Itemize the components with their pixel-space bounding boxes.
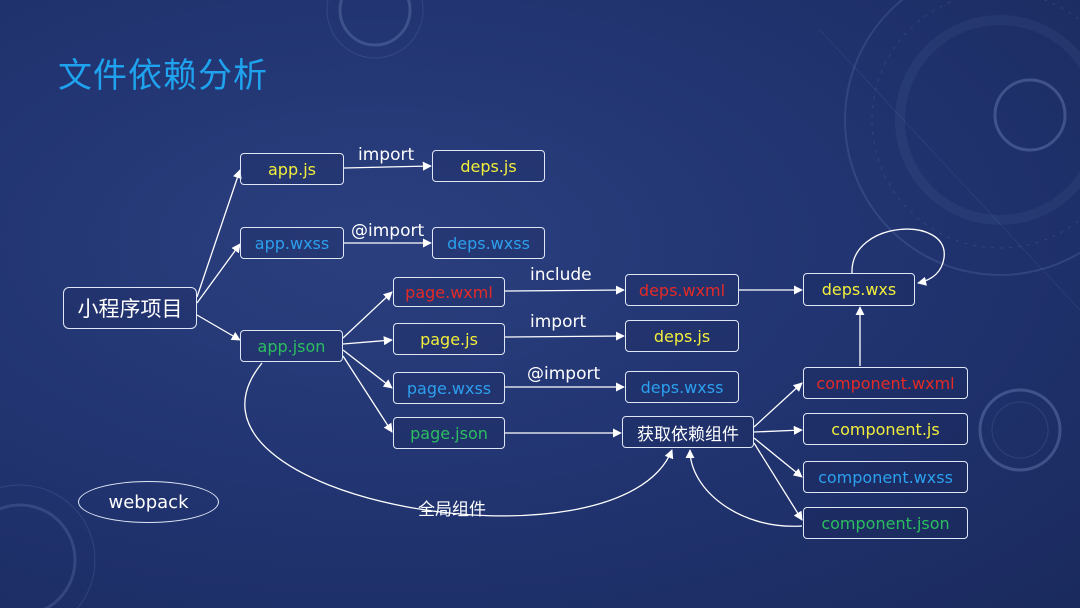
label-import-mid: import — [530, 312, 587, 332]
node-deps-wxss-top: deps.wxss — [432, 227, 545, 259]
edge-root-appjs — [196, 169, 242, 298]
edge-getcomp-compjson — [753, 442, 803, 521]
edge-compjson-getcomp — [685, 449, 803, 527]
node-page-wxss: page.wxss — [393, 372, 505, 404]
node-page-wxml: page.wxml — [393, 277, 505, 307]
edge-appjson-getcomp-global — [244, 362, 674, 517]
node-deps-js: deps.js — [625, 320, 739, 352]
label-import-top: import — [358, 145, 415, 165]
node-deps-wxml: deps.wxml — [625, 274, 739, 306]
node-component-wxml: component.wxml — [803, 367, 968, 399]
node-deps-wxs: deps.wxs — [803, 273, 915, 306]
edge-root-appjson — [196, 314, 241, 341]
edge-pagewxml-depswxml — [504, 285, 625, 295]
node-page-js: page.js — [393, 323, 505, 355]
node-deps-wxss: deps.wxss — [625, 371, 739, 403]
edge-appjs-depsjs — [343, 161, 432, 171]
edge-pagejs-depsjs — [504, 331, 625, 341]
node-app-json: app.json — [240, 330, 343, 362]
node-get-components: 获取依赖组件 — [622, 416, 754, 448]
node-component-json: component.json — [803, 507, 968, 539]
edge-appjson-pagejson — [342, 355, 393, 433]
edge-getcomp-compwxml — [753, 382, 803, 428]
edge-depswxs-self — [851, 228, 945, 286]
label-global-components: 全局组件 — [418, 500, 486, 520]
node-component-js: component.js — [803, 413, 968, 445]
node-root: 小程序项目 — [63, 287, 197, 329]
node-app-js: app.js — [240, 153, 344, 185]
edge-getcomp-compwxss — [753, 437, 803, 478]
node-component-wxss: component.wxss — [803, 461, 968, 493]
page-title: 文件依赖分析 — [58, 56, 268, 96]
label-at-import-top: @import — [351, 221, 425, 241]
label-at-import-mid: @import — [527, 364, 601, 384]
edge-getcomp-compjs — [753, 425, 803, 435]
node-webpack: webpack — [78, 481, 219, 523]
edge-root-appwxss — [196, 243, 241, 304]
node-page-json: page.json — [393, 417, 505, 449]
label-include: include — [530, 265, 592, 285]
node-deps-js-top: deps.js — [432, 150, 545, 182]
node-app-wxss: app.wxss — [240, 227, 344, 259]
edge-appjson-pagewxss — [342, 349, 393, 389]
edge-appjson-pagejs — [342, 336, 393, 346]
edge-appjson-pagewxml — [342, 291, 393, 339]
